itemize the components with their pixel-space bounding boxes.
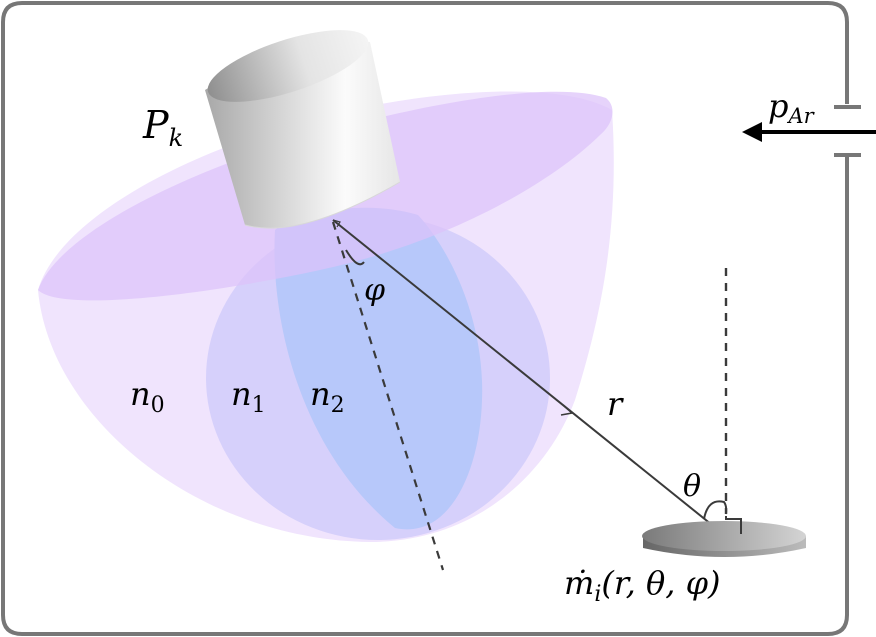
region-n0-label: n0: [130, 375, 165, 418]
ray-r: [332, 219, 727, 537]
source-label: Pk: [142, 103, 183, 152]
theta-label: θ: [683, 469, 701, 504]
source-normal-line: [331, 221, 445, 571]
region-n2-label: n2: [310, 375, 345, 418]
mass-flux-label: ṁi(r, θ, φ): [564, 564, 721, 607]
phi-angle-arc: [345, 249, 365, 266]
substrate: [642, 521, 806, 557]
theta-angle-arc: [703, 500, 728, 520]
r-label: r: [607, 385, 624, 423]
gas-inlet-label: pAr: [768, 87, 816, 128]
right-angle-marker: [725, 516, 742, 534]
source-cylinder: [205, 30, 401, 229]
gas-inlet-arrow[interactable]: [742, 122, 876, 142]
region-n1-label: n1: [231, 375, 266, 418]
chamber-wall: [1, 1, 861, 636]
phi-label: φ: [364, 273, 385, 308]
